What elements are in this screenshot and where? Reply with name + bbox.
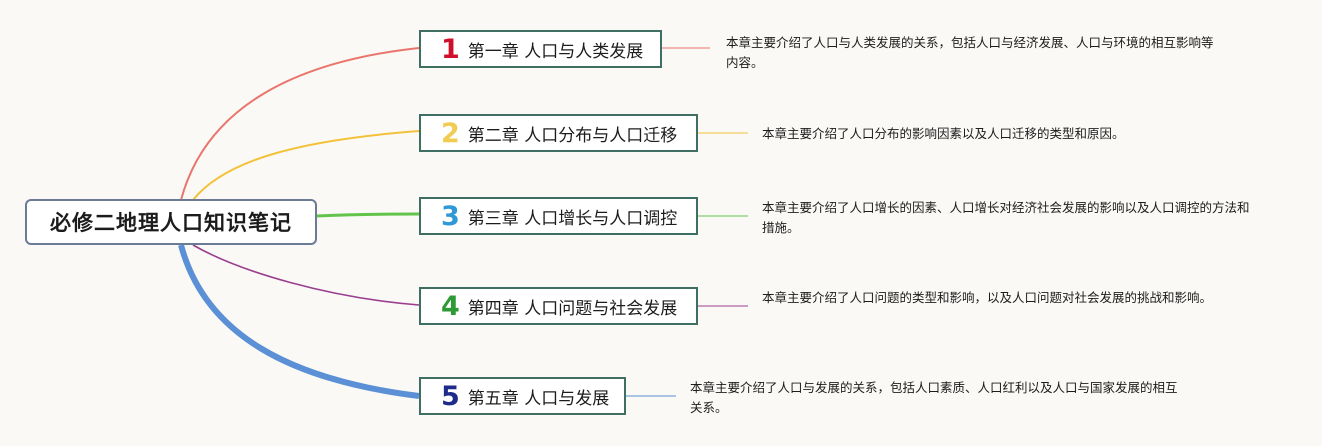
chapter-number-3: 3: [441, 200, 460, 232]
chapter-description-4: 本章主要介绍了人口问题的类型和影响，以及人口问题对社会发展的挑战和影响。: [762, 290, 1213, 305]
chapter-number-5: 5: [441, 380, 460, 412]
chapter-title-3: 第三章 人口增长与人口调控: [467, 208, 678, 229]
chapter-number-4: 4: [441, 290, 460, 322]
central-topic[interactable]: 必修二地理人口知识笔记: [25, 199, 317, 245]
chapter-topic-1[interactable]: 1 第一章 人口与人类发展: [419, 30, 662, 68]
branch-line-1: [180, 47, 420, 201]
chapter-topic-4[interactable]: 4 第四章 人口问题与社会发展: [419, 287, 698, 325]
chapter-title-1: 第一章 人口与人类发展: [467, 41, 644, 62]
chapter-number-2: 2: [441, 117, 460, 149]
chapter-topic-3[interactable]: 3 第三章 人口增长与人口调控: [419, 197, 698, 235]
chapter-title-4: 第四章 人口问题与社会发展: [467, 298, 678, 319]
chapter-title-5: 第五章 人口与发展: [467, 388, 610, 409]
chapter-description-1: 本章主要介绍了人口与人类发展的关系，包括人口与经济发展、人口与环境的相互影响等内…: [726, 35, 1214, 70]
branch-line-4: [192, 244, 420, 306]
chapter-description-3: 本章主要介绍了人口增长的因素、人口增长对经济社会发展的影响以及人口调控的方法和措…: [762, 200, 1250, 235]
branch-line-5: [178, 244, 420, 399]
chapter-number-1: 1: [441, 33, 460, 65]
chapter-topic-5[interactable]: 5 第五章 人口与发展: [419, 377, 626, 415]
chapter-title-2: 第二章 人口分布与人口迁移: [467, 125, 678, 146]
chapter-description-2: 本章主要介绍了人口分布的影响因素以及人口迁移的类型和原因。: [762, 126, 1125, 141]
branch-line-3: [316, 212, 420, 218]
chapter-topic-2[interactable]: 2 第二章 人口分布与人口迁移: [419, 114, 698, 152]
chapter-description-5: 本章主要介绍了人口与发展的关系，包括人口素质、人口红利以及人口与国家发展的相互关…: [690, 380, 1178, 415]
branch-line-2: [192, 130, 420, 201]
